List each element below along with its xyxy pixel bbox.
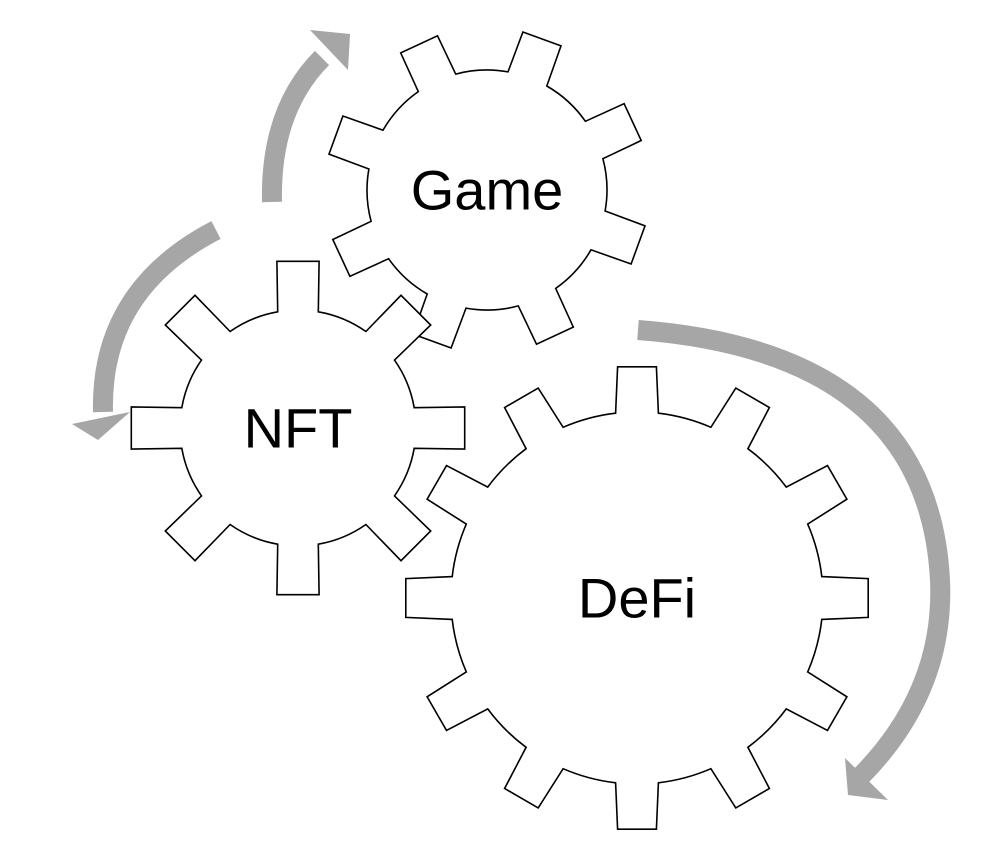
gear-nft-body — [130, 260, 466, 596]
arrow-nft-to-game — [261, 30, 350, 203]
gear-defi-body — [405, 366, 869, 830]
gear-nft: NFT — [130, 260, 466, 596]
gear-defi-label: DeFi — [578, 567, 696, 630]
arrow-right-head — [845, 758, 888, 800]
gear-defi: DeFi — [405, 366, 869, 830]
gear-game-body — [327, 30, 647, 350]
gear-nft-label: NFT — [244, 397, 353, 460]
arrow-left-head — [72, 412, 130, 440]
arrow-up-head — [310, 30, 350, 70]
arrow-left-curve — [92, 221, 221, 413]
gear-game-label: Game — [411, 159, 564, 222]
arrow-game-to-nft — [72, 221, 221, 440]
gear-game: Game — [327, 30, 647, 350]
arrow-up-curve — [261, 50, 330, 203]
arrow-game-to-defi — [637, 320, 951, 800]
arrow-right-curve — [637, 320, 951, 782]
